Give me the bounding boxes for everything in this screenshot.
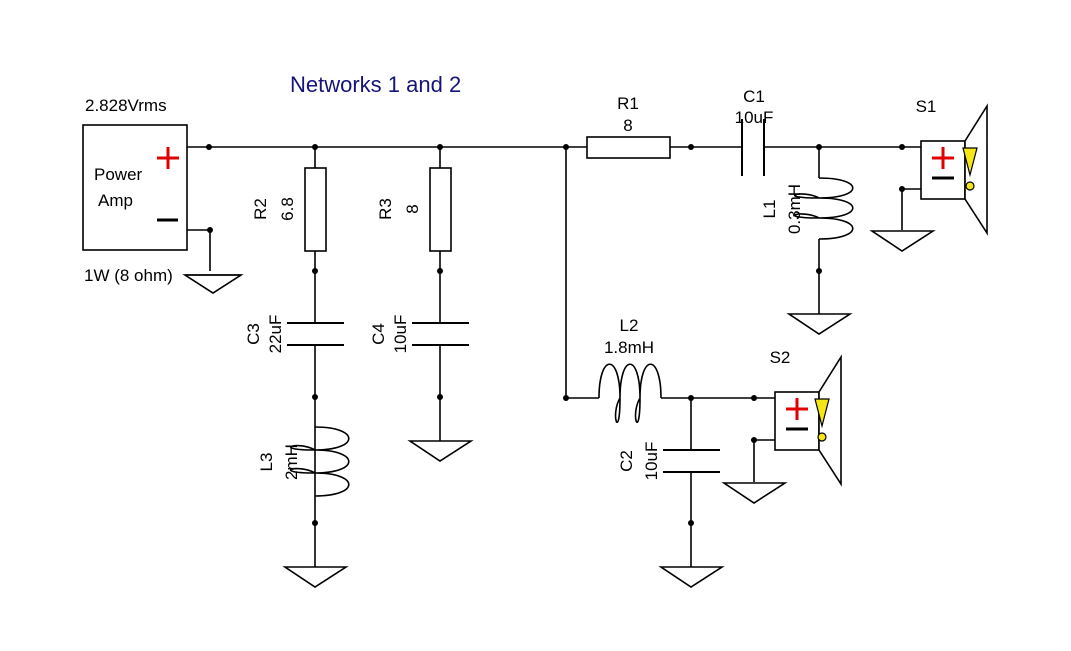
ground-symbol-l3: [282, 566, 349, 588]
amp-name-line2: Amp: [98, 191, 133, 210]
s2-ground-wire: [753, 439, 775, 482]
speaker-s2: [774, 354, 842, 487]
network-1: [586, 119, 921, 314]
power-amp: 2.828Vrms Power Amp 1W (8 ohm): [82, 96, 188, 285]
inductor-l2: [598, 363, 662, 424]
branch-r3-c4: [412, 147, 469, 441]
inductor-l3: [289, 426, 350, 497]
ground-symbol-l1: [786, 313, 853, 335]
amp-voltage-label: 2.828Vrms: [85, 96, 167, 115]
resistor-r1: [586, 136, 671, 159]
s2-ref-label: S2: [770, 348, 791, 367]
ground-symbol-c4: [407, 440, 474, 462]
c1-value-label: 10uF: [735, 108, 774, 127]
branch-r2-c3-l3: [287, 147, 350, 567]
s2-warning-icon: [814, 398, 830, 442]
l3-value-label: 2mH: [282, 444, 301, 480]
network-2: [563, 147, 775, 567]
l2-value-label: 1.8mH: [604, 338, 654, 357]
s1-warning-icon: [962, 147, 978, 191]
s1-ground-wire: [901, 188, 921, 230]
r2-value-label: 6.8: [278, 197, 297, 221]
s1-ref-label: S1: [916, 97, 937, 116]
ground-symbol-c2: [658, 566, 725, 588]
resistor-r3: [429, 167, 452, 252]
amp-plus-terminal-icon: [157, 147, 179, 169]
s1-plus-icon: [932, 147, 954, 169]
l1-value-label: 0.3mH: [785, 184, 804, 234]
l1-ref-label: L1: [760, 200, 779, 219]
speaker-s1: [920, 103, 988, 236]
c2-ref-label: C2: [617, 450, 636, 472]
l2-ref-label: L2: [620, 316, 639, 335]
amp-power-label: 1W (8 ohm): [84, 266, 173, 285]
diagram-title: Networks 1 and 2: [290, 72, 461, 97]
l3-ref-label: L3: [257, 453, 276, 472]
c4-ref-label: C4: [369, 323, 388, 345]
amp-name-line1: Power: [94, 165, 143, 184]
resistor-r2: [304, 167, 327, 252]
r1-value-label: 8: [623, 116, 632, 135]
c2-value-label: 10uF: [642, 442, 661, 481]
c1-ref-label: C1: [743, 87, 765, 106]
ground-symbol-s1: [869, 230, 936, 252]
c3-ref-label: C3: [244, 323, 263, 345]
r3-ref-label: R3: [376, 198, 395, 220]
r1-ref-label: R1: [617, 94, 639, 113]
inductor-l1: [793, 177, 854, 240]
ground-symbol-amp: [182, 274, 244, 294]
s2-plus-icon: [786, 398, 808, 420]
amp-ground-wire: [187, 227, 213, 271]
r2-ref-label: R2: [251, 198, 270, 220]
r3-value-label: 8: [403, 204, 422, 213]
c3-value-label: 22uF: [266, 315, 285, 354]
ground-symbol-s2: [721, 482, 788, 504]
c4-value-label: 10uF: [391, 315, 410, 354]
